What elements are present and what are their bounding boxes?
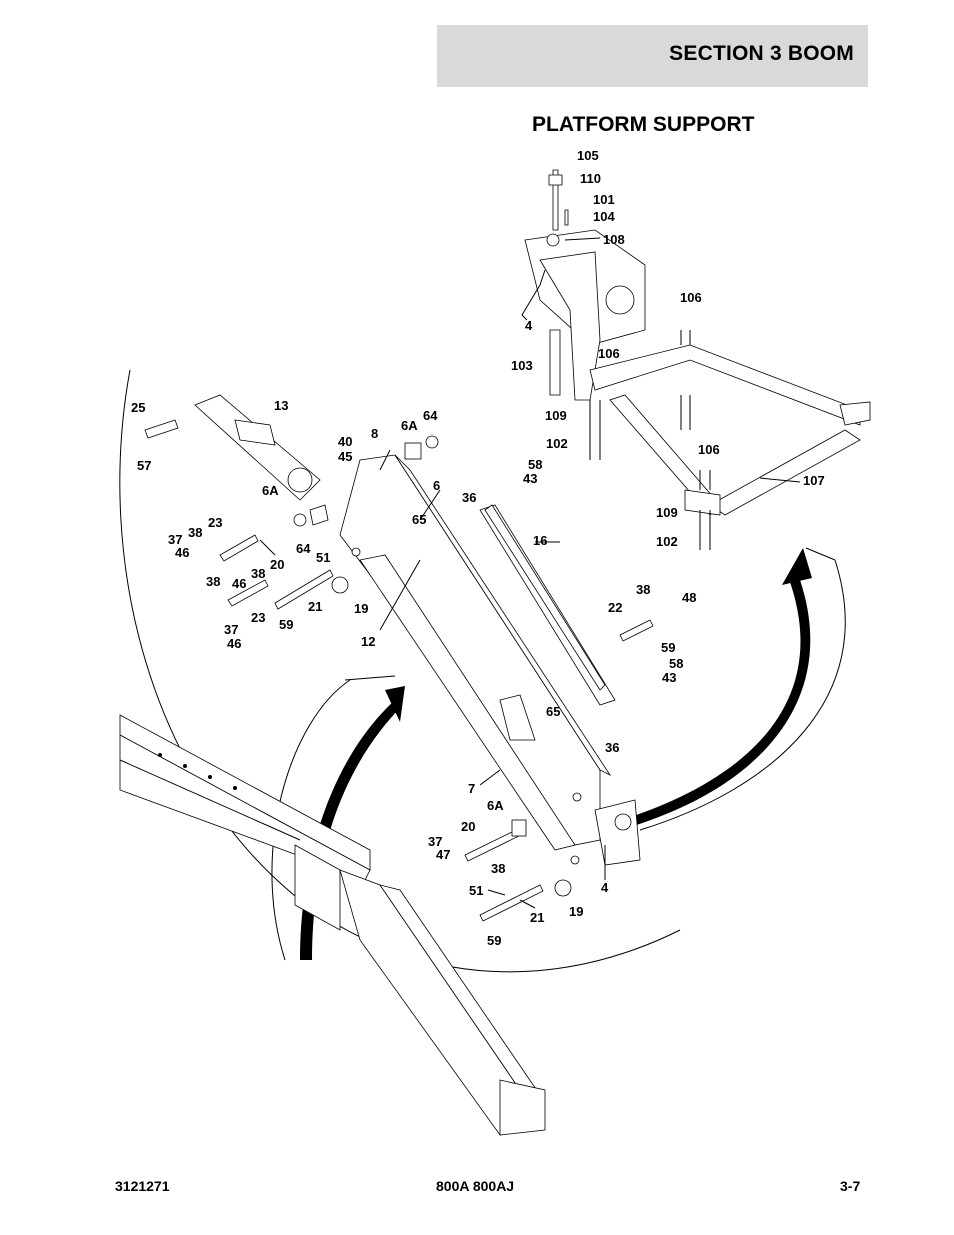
callout: 65 — [412, 512, 426, 527]
callout: 106 — [680, 290, 702, 305]
callout: 16 — [533, 533, 547, 548]
callout: 19 — [569, 904, 583, 919]
main-boom-arm — [339, 454, 641, 866]
callout: 20 — [270, 557, 284, 572]
lower-boom — [119, 714, 546, 1136]
section-title: SECTION 3 BOOM — [669, 42, 854, 65]
callout: 22 — [608, 600, 622, 615]
callout: 37 — [224, 622, 238, 637]
pins — [219, 435, 654, 922]
callout: 23 — [208, 515, 222, 530]
callout: 102 — [546, 436, 568, 451]
callout: 46 — [232, 576, 246, 591]
callout: 23 — [251, 610, 265, 625]
page-number: 3-7 — [840, 1178, 861, 1194]
callout-labels: 105 110 101 104 108 4 106 106 103 109 10… — [131, 148, 825, 948]
support-frame — [589, 330, 871, 550]
callout: 21 — [530, 910, 544, 925]
callout: 57 — [137, 458, 151, 473]
callout: 102 — [656, 534, 678, 549]
callout: 105 — [577, 148, 599, 163]
callout: 38 — [636, 582, 650, 597]
doc-number: 3121271 — [115, 1178, 170, 1194]
callout: 59 — [661, 640, 675, 655]
callout: 13 — [274, 398, 288, 413]
callout: 106 — [698, 442, 720, 457]
guide-arc — [119, 369, 681, 973]
callout: 109 — [545, 408, 567, 423]
callout: 48 — [682, 590, 696, 605]
callout: 4 — [525, 318, 533, 333]
callout: 43 — [523, 471, 537, 486]
callout: 47 — [436, 847, 450, 862]
callout: 107 — [803, 473, 825, 488]
callout: 109 — [656, 505, 678, 520]
callout: 51 — [316, 550, 330, 565]
callout: 46 — [175, 545, 189, 560]
callout: 38 — [188, 525, 202, 540]
callout: 20 — [461, 819, 475, 834]
callout: 65 — [546, 704, 560, 719]
callout: 45 — [338, 449, 352, 464]
callout: 108 — [603, 232, 625, 247]
leader-lines — [259, 237, 801, 909]
callout: 37 — [428, 834, 442, 849]
callout: 40 — [338, 434, 352, 449]
callout: 101 — [593, 192, 615, 207]
callout: 8 — [371, 426, 378, 441]
callout: 59 — [279, 617, 293, 632]
platform-bracket — [524, 169, 646, 401]
cylinder — [144, 394, 321, 501]
callout: 106 — [598, 346, 620, 361]
callout: 51 — [469, 883, 483, 898]
model-number: 800A 800AJ — [436, 1178, 515, 1194]
callout: 25 — [131, 400, 145, 415]
callout: 104 — [593, 209, 615, 224]
callout: 59 — [487, 933, 501, 948]
callout: 43 — [662, 670, 676, 685]
guide-arc-right — [639, 559, 846, 831]
callout: 38 — [206, 574, 220, 589]
callout: 4 — [601, 880, 609, 895]
callout: 58 — [528, 457, 542, 472]
callout: 6A — [401, 418, 418, 433]
callout: 36 — [462, 490, 476, 505]
callout: 7 — [468, 781, 475, 796]
callout: 37 — [168, 532, 182, 547]
callout: 12 — [361, 634, 375, 649]
callout: 19 — [354, 601, 368, 616]
callout: 6A — [487, 798, 504, 813]
callout: 58 — [669, 656, 683, 671]
callout: 38 — [251, 566, 265, 581]
callout: 64 — [296, 541, 311, 556]
page-title: PLATFORM SUPPORT — [532, 113, 755, 136]
callout: 6A — [262, 483, 279, 498]
arrow-right — [615, 580, 811, 830]
callout: 103 — [511, 358, 533, 373]
callout: 21 — [308, 599, 322, 614]
callout: 46 — [227, 636, 241, 651]
callout: 6 — [433, 478, 440, 493]
section-header: SECTION 3 BOOM — [437, 25, 868, 87]
callout: 38 — [491, 861, 505, 876]
callout: 36 — [605, 740, 619, 755]
callout: 64 — [423, 408, 438, 423]
callout: 110 — [580, 171, 601, 186]
